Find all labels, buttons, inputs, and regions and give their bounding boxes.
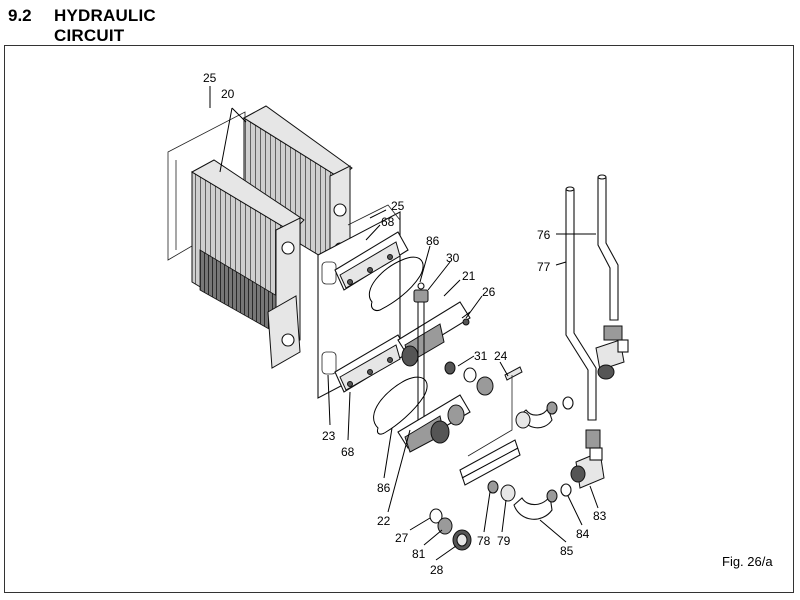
callout-86-lower: 86 bbox=[377, 481, 391, 495]
callout-85: 85 bbox=[560, 544, 574, 558]
callout-79: 79 bbox=[497, 534, 511, 548]
pipe-bend-85 bbox=[487, 480, 572, 520]
callout-22: 22 bbox=[377, 514, 391, 528]
callout-83: 83 bbox=[593, 509, 607, 523]
callout-24: 24 bbox=[494, 349, 508, 363]
callout-84: 84 bbox=[576, 527, 590, 541]
callout-25-back: 25 bbox=[203, 71, 217, 85]
callout-25-front: 25 bbox=[391, 199, 405, 213]
callout-20: 20 bbox=[221, 87, 235, 101]
callout-23: 23 bbox=[322, 429, 336, 443]
callout-21: 21 bbox=[462, 269, 476, 283]
callout-81: 81 bbox=[412, 547, 426, 561]
washer-27 bbox=[429, 508, 443, 524]
leader-lines bbox=[209, 86, 599, 561]
section-number: 9.2 bbox=[8, 6, 32, 25]
pipe-77 bbox=[565, 186, 597, 421]
manifold-21 bbox=[397, 282, 471, 440]
pipe-bend-upper bbox=[515, 396, 574, 429]
callout-78: 78 bbox=[477, 534, 491, 548]
heat-exchanger-front bbox=[190, 159, 305, 369]
valve-fitting-83 bbox=[570, 429, 605, 489]
gasket-25-front bbox=[347, 204, 401, 226]
callout-76: 76 bbox=[537, 228, 551, 242]
manifold-lower bbox=[397, 394, 471, 453]
callout-68-lower: 68 bbox=[341, 445, 355, 459]
plug-28 bbox=[452, 529, 472, 551]
figure-caption: Fig. 26/a bbox=[722, 554, 773, 569]
callout-28: 28 bbox=[430, 563, 444, 577]
cover-plate-68-lower bbox=[334, 334, 409, 393]
callout-26: 26 bbox=[482, 285, 496, 299]
valve-fitting-upper bbox=[595, 325, 629, 380]
bracket-24 bbox=[459, 366, 523, 486]
pipe-76 bbox=[597, 174, 619, 321]
callout-68-upper: 68 bbox=[381, 215, 395, 229]
section-title: HYDRAULIC CIRCUIT bbox=[54, 6, 156, 45]
callout-30: 30 bbox=[446, 251, 460, 265]
callout-27: 27 bbox=[395, 531, 409, 545]
nut-31 bbox=[444, 361, 494, 396]
callout-86-upper: 86 bbox=[426, 234, 440, 248]
cover-plate-68-upper bbox=[334, 231, 409, 291]
callout-77: 77 bbox=[537, 260, 551, 274]
callout-31: 31 bbox=[474, 349, 488, 363]
gasket-86-upper bbox=[368, 256, 424, 311]
